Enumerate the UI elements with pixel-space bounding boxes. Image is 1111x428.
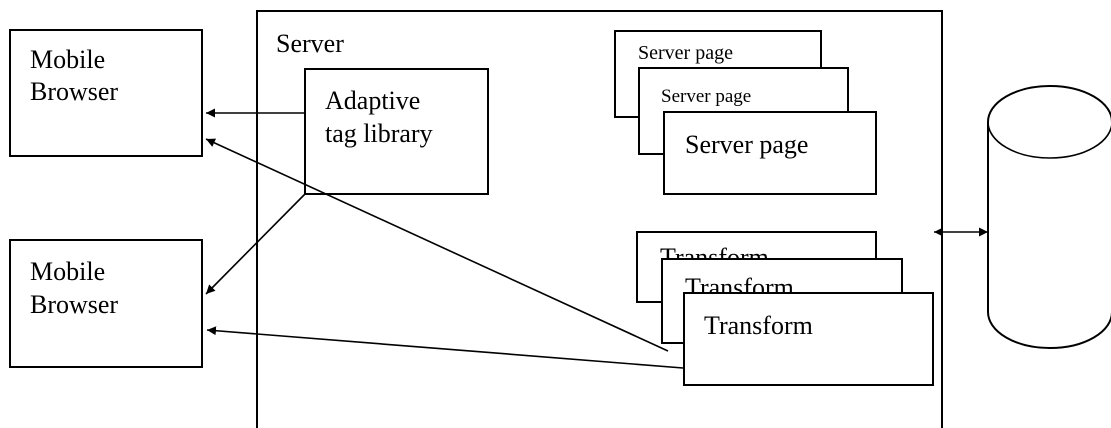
server-page-stack: Server page Server page Server page [614, 30, 877, 195]
server-page-label-2: Server page [661, 86, 751, 107]
mobile-browser-1-line2: Browser [30, 77, 118, 106]
mobile-browser-2-line2: Browser [30, 290, 118, 319]
mobile-browser-1-line1: Mobile [30, 45, 105, 74]
mobile-browser-2-line1: Mobile [30, 257, 105, 286]
tag-library-node: Adaptive tag library [304, 68, 489, 195]
tag-library-line2: tag library [325, 119, 433, 148]
server-page-label-1: Server page [638, 42, 733, 64]
edge-transform-to-browser-1 [205, 138, 669, 352]
server-page-card-3: Server page [663, 111, 877, 195]
tag-library-line1: Adaptive [325, 86, 420, 115]
edge-transform-to-browser-2 [206, 326, 684, 369]
transform-card-3: Transform [683, 292, 934, 386]
transform-label-3: Transform [704, 311, 813, 340]
edge-taglib-to-browser-2 [205, 193, 306, 295]
mobile-browser-node-2: Mobile Browser [9, 239, 203, 368]
mobile-browser-node-1: Mobile Browser [9, 29, 203, 157]
transform-stack: Transform Transform Transform [636, 231, 934, 386]
server-page-label-3: Server page [685, 130, 808, 159]
server-label: Server [276, 29, 344, 58]
database-cylinder [987, 85, 1111, 349]
